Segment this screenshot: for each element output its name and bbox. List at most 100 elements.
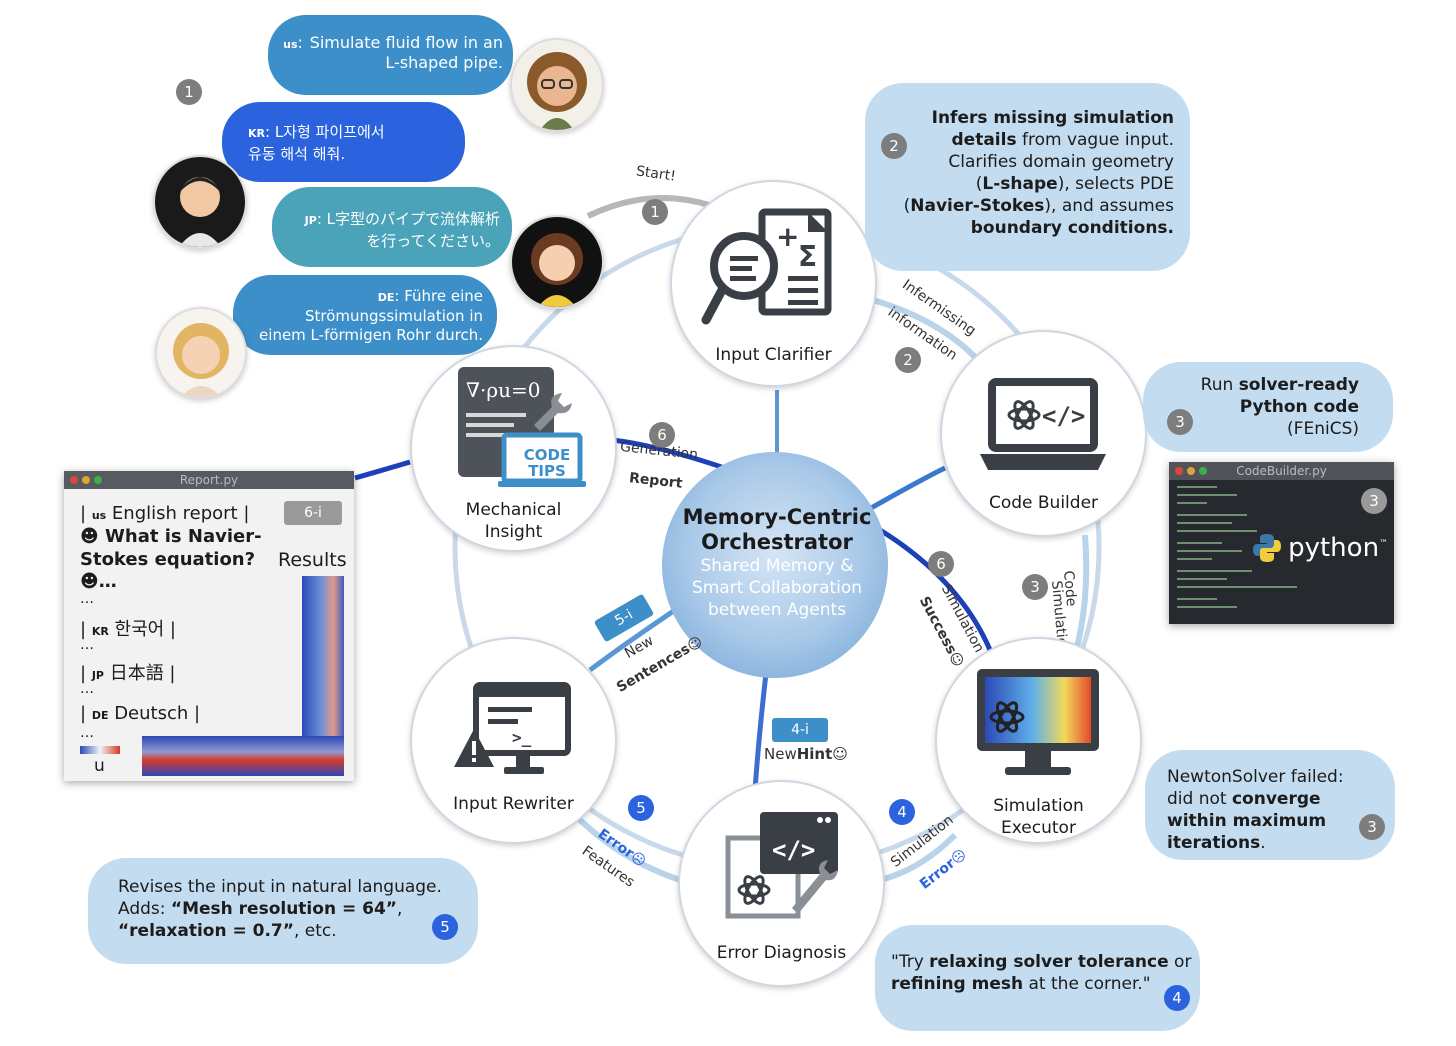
report-text-us: English report | bbox=[106, 503, 250, 524]
report-ellipsis-4: … bbox=[80, 725, 94, 741]
callout-badge-builder: 3 bbox=[1167, 409, 1193, 435]
laptop-code-icon: </> bbox=[980, 378, 1106, 470]
prompt-bubble-kr: KR: L자형 파이프에서 유동 해석 해줘. bbox=[222, 102, 465, 182]
child-face-icon: ☻ bbox=[80, 526, 99, 547]
orchestrator-title-1: Memory-Centric bbox=[682, 505, 872, 529]
agent-label-mechanical-insight-2: Insight bbox=[484, 522, 543, 542]
executor-text-t1: NewtonSolver failed: bbox=[1167, 767, 1344, 787]
code-window-title: CodeBuilder.py bbox=[1236, 464, 1327, 478]
monitor-heatmap-icon bbox=[977, 669, 1099, 775]
report-ellipsis-1: … bbox=[80, 591, 94, 607]
diagnosis-text-t2: at the corner." bbox=[1023, 974, 1151, 994]
clarifier-text-t5: ), and assumes bbox=[1044, 196, 1174, 216]
avatar-de bbox=[155, 307, 247, 399]
callout-builder: 3 Run solver-ready Python code (FEniCS) bbox=[1143, 362, 1393, 452]
executor-text-t2: did not bbox=[1167, 789, 1232, 809]
svg-text:</>: </> bbox=[1042, 402, 1085, 430]
prompt-text-de-1: Führe eine bbox=[404, 287, 483, 305]
new-hint-text-1: New bbox=[764, 745, 797, 763]
python-logo: python™ bbox=[1251, 532, 1388, 564]
prompt-text-kr-2: 유동 해석 해줘. bbox=[248, 145, 346, 163]
orchestrator-title-2: Orchestrator bbox=[701, 530, 853, 554]
lang-code-kr: KR bbox=[248, 127, 265, 140]
clarifier-text-t2: from vague input. bbox=[1016, 130, 1174, 150]
report-text-de: Deutsch | bbox=[108, 703, 201, 724]
svg-text:Σ: Σ bbox=[798, 240, 817, 273]
prompt-text-kr-1: L자형 파이프에서 bbox=[274, 123, 385, 141]
prompt-bubble-us: us: Simulate fluid flow in an L-shaped p… bbox=[268, 15, 513, 95]
callout-badge-clarifier: 2 bbox=[881, 133, 907, 159]
agent-label-sim-executor-1: Simulation bbox=[993, 796, 1084, 816]
builder-text-t3: (FEniCS) bbox=[1287, 419, 1359, 439]
prompt-bubble-jp: JP: L字型のパイプで流体解析 を行ってください。 bbox=[272, 187, 512, 267]
edge-label-new-hint: NewHint☺ bbox=[764, 745, 848, 763]
diagnosis-text-t1: or bbox=[1168, 952, 1192, 972]
clarifier-text-t4: ), selects PDE bbox=[1057, 174, 1174, 194]
diagnosis-text-q1: "Try bbox=[891, 952, 930, 972]
report-window-title: Report.py bbox=[179, 473, 239, 487]
orchestrator-sub-1: Shared Memory & bbox=[700, 556, 854, 576]
clarifier-text-p4: ( bbox=[975, 174, 983, 194]
clarifier-text-b4: L-shape bbox=[982, 174, 1058, 194]
clarifier-text-t3: Clarifies domain geometry bbox=[948, 152, 1174, 172]
equation-code-tips-icon: ∇·ρu=0 bbox=[458, 367, 586, 487]
orchestrator: Memory-Centric Orchestrator Shared Memor… bbox=[662, 505, 892, 621]
robot-face-icon: ☻ bbox=[80, 571, 99, 592]
callout-clarifier: 2 Infers missing simulation details from… bbox=[865, 83, 1190, 271]
lang-code-de: DE bbox=[377, 291, 395, 304]
callout-badge-executor: 3 bbox=[1359, 814, 1385, 840]
report-bar-de: | bbox=[80, 703, 87, 724]
executor-text-b3: within maximum bbox=[1167, 811, 1327, 831]
rewriter-text-comma: , bbox=[396, 899, 403, 919]
report-code-kr: KR bbox=[91, 625, 109, 638]
rewriter-text-t3: , etc. bbox=[293, 921, 337, 941]
clarifier-text-p5: ( bbox=[903, 196, 911, 216]
clarifier-text-b6: boundary conditions. bbox=[970, 218, 1174, 238]
code-tips-label: CODE TIPS bbox=[510, 447, 584, 479]
step-badge-1: 1 bbox=[176, 79, 202, 105]
agent-simulation-executor: Simulation Executor bbox=[935, 637, 1142, 844]
python-icon bbox=[1253, 534, 1281, 562]
report-text-jp: 日本語 | bbox=[103, 663, 176, 684]
report-results-label: Results bbox=[278, 549, 347, 571]
rewriter-text-t2: Adds: bbox=[118, 899, 171, 919]
code-wrench-icon: </> bbox=[725, 812, 838, 919]
diagnosis-text-b1: relaxing solver tolerance bbox=[929, 952, 1169, 972]
report-tag: 6-i bbox=[284, 501, 342, 525]
report-text-kr: 한국어 | bbox=[108, 619, 176, 640]
report-answer-dots: … bbox=[98, 571, 117, 592]
code-tips-line-1: CODE bbox=[523, 446, 571, 464]
prompt-text-jp-2: を行ってください。 bbox=[366, 232, 500, 250]
agent-label-error-diagnosis: Error Diagnosis bbox=[716, 943, 847, 963]
agent-code-builder: </> Code Builder bbox=[940, 330, 1147, 537]
avatar-jp bbox=[510, 215, 604, 309]
report-bar-jp: | bbox=[80, 663, 87, 684]
agent-label-sim-executor-2: Executor bbox=[1001, 818, 1076, 838]
executor-text-b2: converge bbox=[1231, 789, 1321, 809]
report-window: Report.py 6-i Results | us English repor… bbox=[64, 471, 354, 781]
agent-input-clarifier: + Σ Input Clarifier bbox=[670, 180, 877, 387]
rewriter-text-b3: “relaxation = 0.7” bbox=[118, 921, 294, 941]
agent-label-code-builder: Code Builder bbox=[988, 493, 1099, 513]
builder-text-b2: Python code bbox=[1239, 397, 1359, 417]
agent-error-diagnosis: </> Error Diagnosis bbox=[678, 780, 885, 987]
avatar-kr bbox=[153, 155, 247, 249]
new-hint-text-2: Hint bbox=[796, 745, 833, 763]
python-wordmark: python bbox=[1288, 533, 1380, 563]
svg-text:>_: >_ bbox=[512, 728, 532, 747]
lang-code-us: us bbox=[283, 38, 298, 51]
builder-text-t1: Run bbox=[1200, 375, 1239, 395]
edge-badge-sim-code: 3 bbox=[1022, 574, 1048, 600]
clarifier-text-b2: details bbox=[951, 130, 1017, 150]
code-builder-window: CodeBuilder.py 3 python™ bbox=[1169, 462, 1394, 624]
agent-mechanical-insight: ∇·ρu=0 CODE TIPS Mechanical Insight bbox=[410, 345, 617, 552]
rewriter-text-b2: “Mesh resolution = 64” bbox=[170, 899, 397, 919]
avatar-us bbox=[510, 38, 604, 132]
executor-text-b4: iterations bbox=[1167, 833, 1261, 853]
equation-text: ∇·ρu=0 bbox=[466, 378, 540, 402]
agent-label-input-clarifier: Input Clarifier bbox=[715, 345, 832, 365]
report-question-1: What is Navier- bbox=[105, 526, 262, 547]
rewriter-monitor-icon: >_ bbox=[454, 682, 571, 774]
edge-badge-sim-success: 6 bbox=[928, 551, 954, 577]
clarifier-text-b1: Infers missing simulation bbox=[931, 108, 1174, 128]
